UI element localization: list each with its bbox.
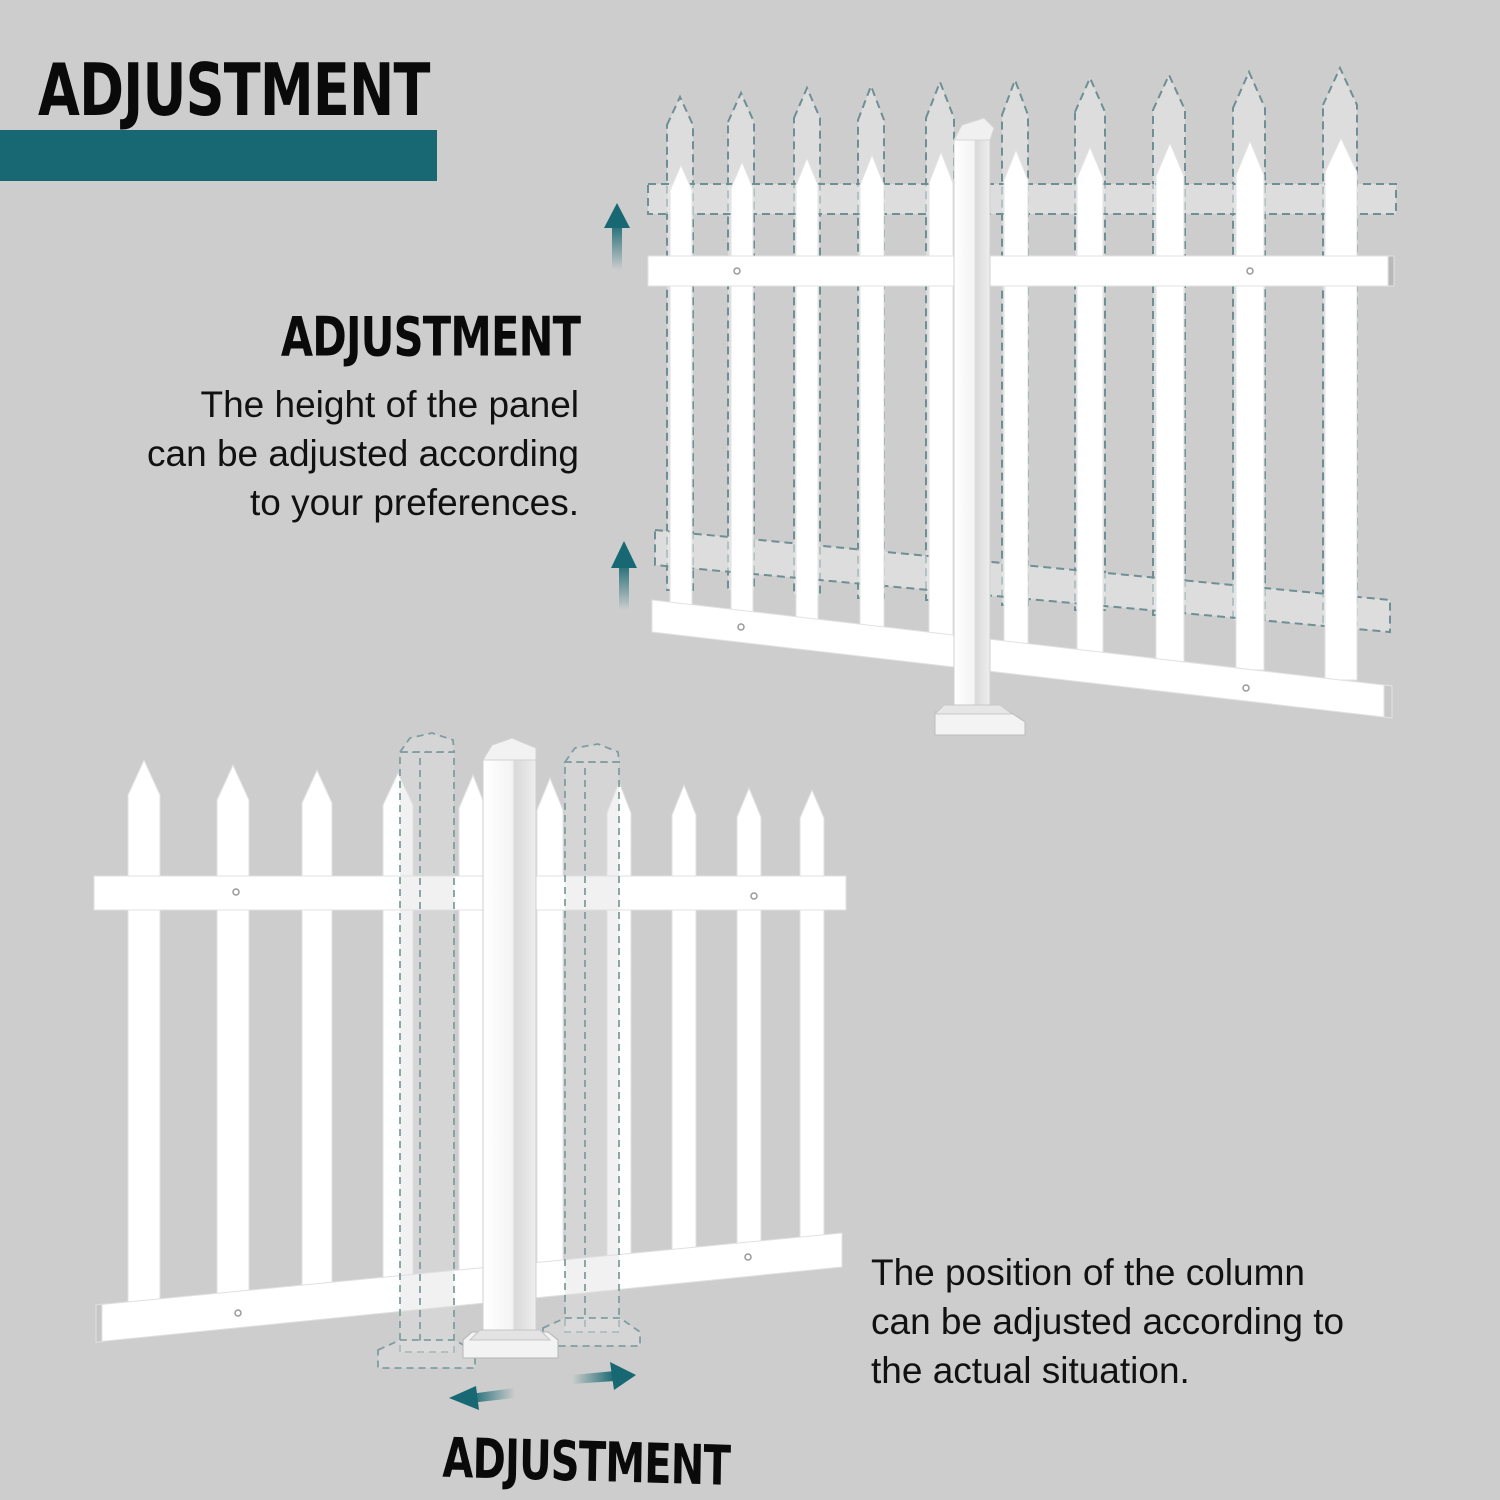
- bottom-fence-panel: [93, 758, 847, 1343]
- bottom-fence-post: [462, 737, 559, 1359]
- section-height-title: ADJUSTMENT: [280, 306, 581, 369]
- section-position-title: ADJUSTMENT: [442, 1426, 731, 1499]
- description-line: can be adjusted according to: [871, 1301, 1345, 1342]
- arrow-up-icon: [604, 203, 630, 270]
- arrow-left-icon: [449, 1386, 515, 1410]
- description-line: the actual situation.: [871, 1350, 1190, 1391]
- section-position-description: The position of the column can be adjust…: [871, 1248, 1471, 1395]
- ghost-post-left: [377, 732, 476, 1369]
- arrow-up-icon: [611, 541, 637, 610]
- main-title: ADJUSTMENT: [38, 48, 430, 133]
- description-line: can be adjusted according: [147, 433, 579, 474]
- ghost-post-right: [542, 743, 641, 1347]
- description-line: The position of the column: [871, 1252, 1305, 1293]
- top-fence-panel: [647, 136, 1395, 719]
- title-accent-bar: [0, 130, 437, 181]
- section-height-description: The height of the panel can be adjusted …: [59, 380, 579, 527]
- description-line: The height of the panel: [200, 384, 579, 425]
- description-line: to your preferences.: [249, 482, 579, 523]
- top-fence-post: [933, 117, 1026, 736]
- arrow-right-icon: [572, 1362, 636, 1390]
